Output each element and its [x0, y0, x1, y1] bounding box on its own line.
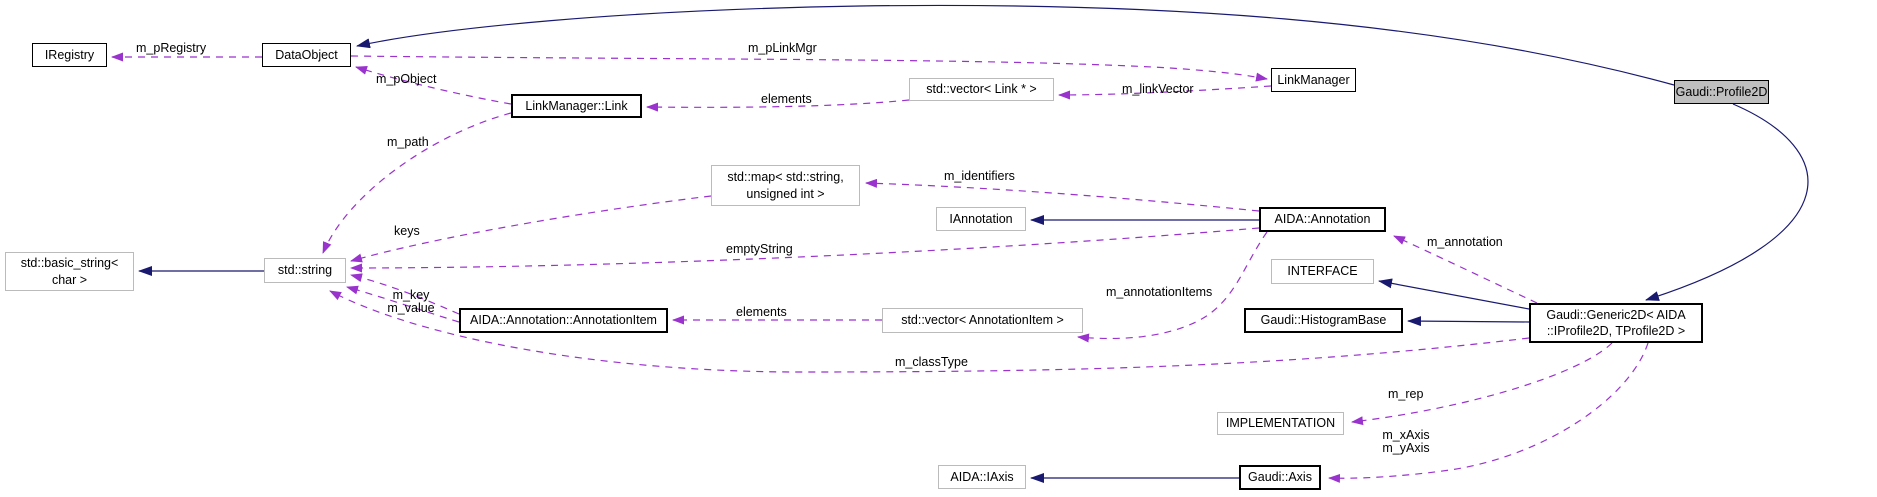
node-iregistry[interactable]: IRegistry — [32, 43, 107, 67]
edge-usage-m-identifiers — [865, 178, 1260, 212]
edge-label-m-classtype: m_classType — [895, 355, 968, 369]
edge-label-m-pregistry: m_pRegistry — [136, 41, 207, 55]
edge-label-m-rep: m_rep — [1388, 387, 1424, 401]
node-vector-link[interactable]: std::vector< Link * > — [909, 78, 1054, 101]
node-interface[interactable]: INTERFACE — [1271, 259, 1374, 284]
edge-usage-m-path — [322, 112, 512, 254]
node-vector-annotationitem[interactable]: std::vector< AnnotationItem > — [882, 308, 1083, 333]
edge-label-emptystring: emptyString — [726, 242, 793, 256]
edge-label-m-xaxis-m-yaxis: m_xAxis m_yAxis — [1382, 428, 1430, 456]
node-generic2d[interactable]: Gaudi::Generic2D< AIDA ::IProfile2D, TPr… — [1529, 303, 1703, 343]
edge-inherit-profile2d-generic2d — [1645, 103, 1809, 301]
edge-label-m-linkvector: m_linkVector — [1122, 82, 1194, 96]
edge-label-m-identifiers: m_identifiers — [944, 169, 1015, 183]
edge-inherit-generic2d-histogrambase — [1407, 316, 1530, 327]
node-profile2d-current: Gaudi::Profile2D — [1674, 80, 1769, 104]
node-dataobject[interactable]: DataObject — [262, 43, 351, 67]
edge-usage-m-value — [346, 285, 460, 323]
edge-label-m-annotationitems: m_annotationItems — [1106, 285, 1213, 299]
node-gaudi-axis[interactable]: Gaudi::Axis — [1239, 465, 1321, 490]
edge-label-m-pobject: m_pObject — [376, 72, 437, 86]
node-aida-annotation[interactable]: AIDA::Annotation — [1259, 207, 1386, 232]
edge-label-elements-link: elements — [761, 92, 812, 106]
edge-inherit-generic2d-interface — [1378, 278, 1530, 310]
edge-usage-keys — [350, 195, 712, 263]
edge-label-m-key-m-value: m_key m_value — [387, 288, 435, 316]
edge-usage-elements-link — [646, 99, 910, 112]
node-iannotation[interactable]: IAnnotation — [936, 207, 1026, 231]
node-linkmanager[interactable]: LinkManager — [1271, 68, 1356, 92]
node-map-string-uint[interactable]: std::map< std::string, unsigned int > — [711, 165, 860, 206]
edge-label-elements-annotationitem: elements — [736, 305, 787, 319]
edge-label-m-annotation: m_annotation — [1427, 235, 1503, 249]
edge-usage-m-xaxis-m-yaxis — [1328, 342, 1649, 483]
edge-usage-m-annotation — [1393, 235, 1538, 304]
edge-usage-m-rep — [1351, 342, 1613, 426]
node-implementation[interactable]: IMPLEMENTATION — [1217, 412, 1344, 435]
edge-usage-m-classtype — [329, 290, 1530, 373]
edge-usage-m-key — [350, 273, 460, 315]
edge-label-m-path: m_path — [387, 135, 429, 149]
node-std-string[interactable]: std::string — [264, 258, 346, 283]
edge-usage-m-pobject — [355, 66, 512, 105]
edge-usage-m-linkvector — [1058, 85, 1272, 100]
node-aida-iaxis[interactable]: AIDA::IAxis — [938, 465, 1026, 489]
edge-label-m-plinkmgr: m_pLinkMgr — [748, 41, 817, 55]
edge-label-keys: keys — [394, 224, 420, 238]
node-linkmanager-link[interactable]: LinkManager::Link — [511, 94, 642, 118]
edge-usage-m-plinkmgr — [350, 55, 1268, 82]
node-annotationitem[interactable]: AIDA::Annotation::AnnotationItem — [459, 308, 668, 333]
node-basic-string[interactable]: std::basic_string< char > — [5, 252, 134, 291]
edge-usage-emptystring — [350, 227, 1260, 273]
edge-inherit-profile2d-dataobject — [356, 4, 1675, 86]
node-histogrambase[interactable]: Gaudi::HistogramBase — [1244, 308, 1403, 333]
